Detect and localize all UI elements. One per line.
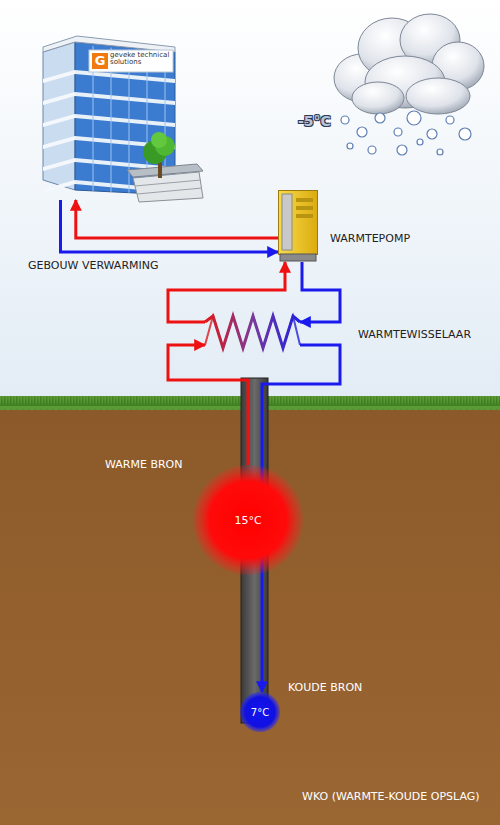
cold-pipe	[300, 262, 340, 322]
outside-temperature: -5°C	[298, 113, 331, 129]
source-heading: WARME BRON	[105, 458, 182, 471]
cold-pipe	[61, 200, 279, 252]
circuit-label: GEBOUW VERWARMING	[28, 259, 159, 272]
warm-source-circle: WARME BRON15°C	[193, 465, 303, 575]
cloud	[334, 14, 484, 114]
heat-exchanger-shape	[205, 312, 300, 352]
heat-exchanger: WARMTEWISSELAAR	[205, 312, 300, 352]
component-heading: WARMTEWISSELAAR	[358, 328, 471, 341]
temperature-value: 7°C	[240, 692, 280, 732]
heat-pump-box-shape	[278, 190, 318, 262]
cold-source-circle: KOUDE BRON7°C	[240, 692, 280, 732]
sky	[0, 0, 500, 405]
hot-pipe	[76, 200, 278, 238]
source-heading: KOUDE BRON	[288, 681, 362, 694]
logo-text: geveke technical solutions	[110, 52, 172, 67]
temperature-value: 15°C	[193, 465, 303, 575]
snowflakes	[341, 111, 471, 155]
office-building: Ggeveke technical solutions	[35, 30, 205, 200]
hot-pipe	[168, 262, 285, 322]
hot-pipe	[168, 345, 248, 465]
component-heading: WARMTEPOMP	[330, 232, 410, 245]
heat-pump-box: WARMTEPOMP	[278, 190, 318, 262]
caption-note: WKO (WARMTE-KOUDE OPSLAG)	[302, 790, 480, 803]
logo-letter: G	[92, 53, 108, 69]
